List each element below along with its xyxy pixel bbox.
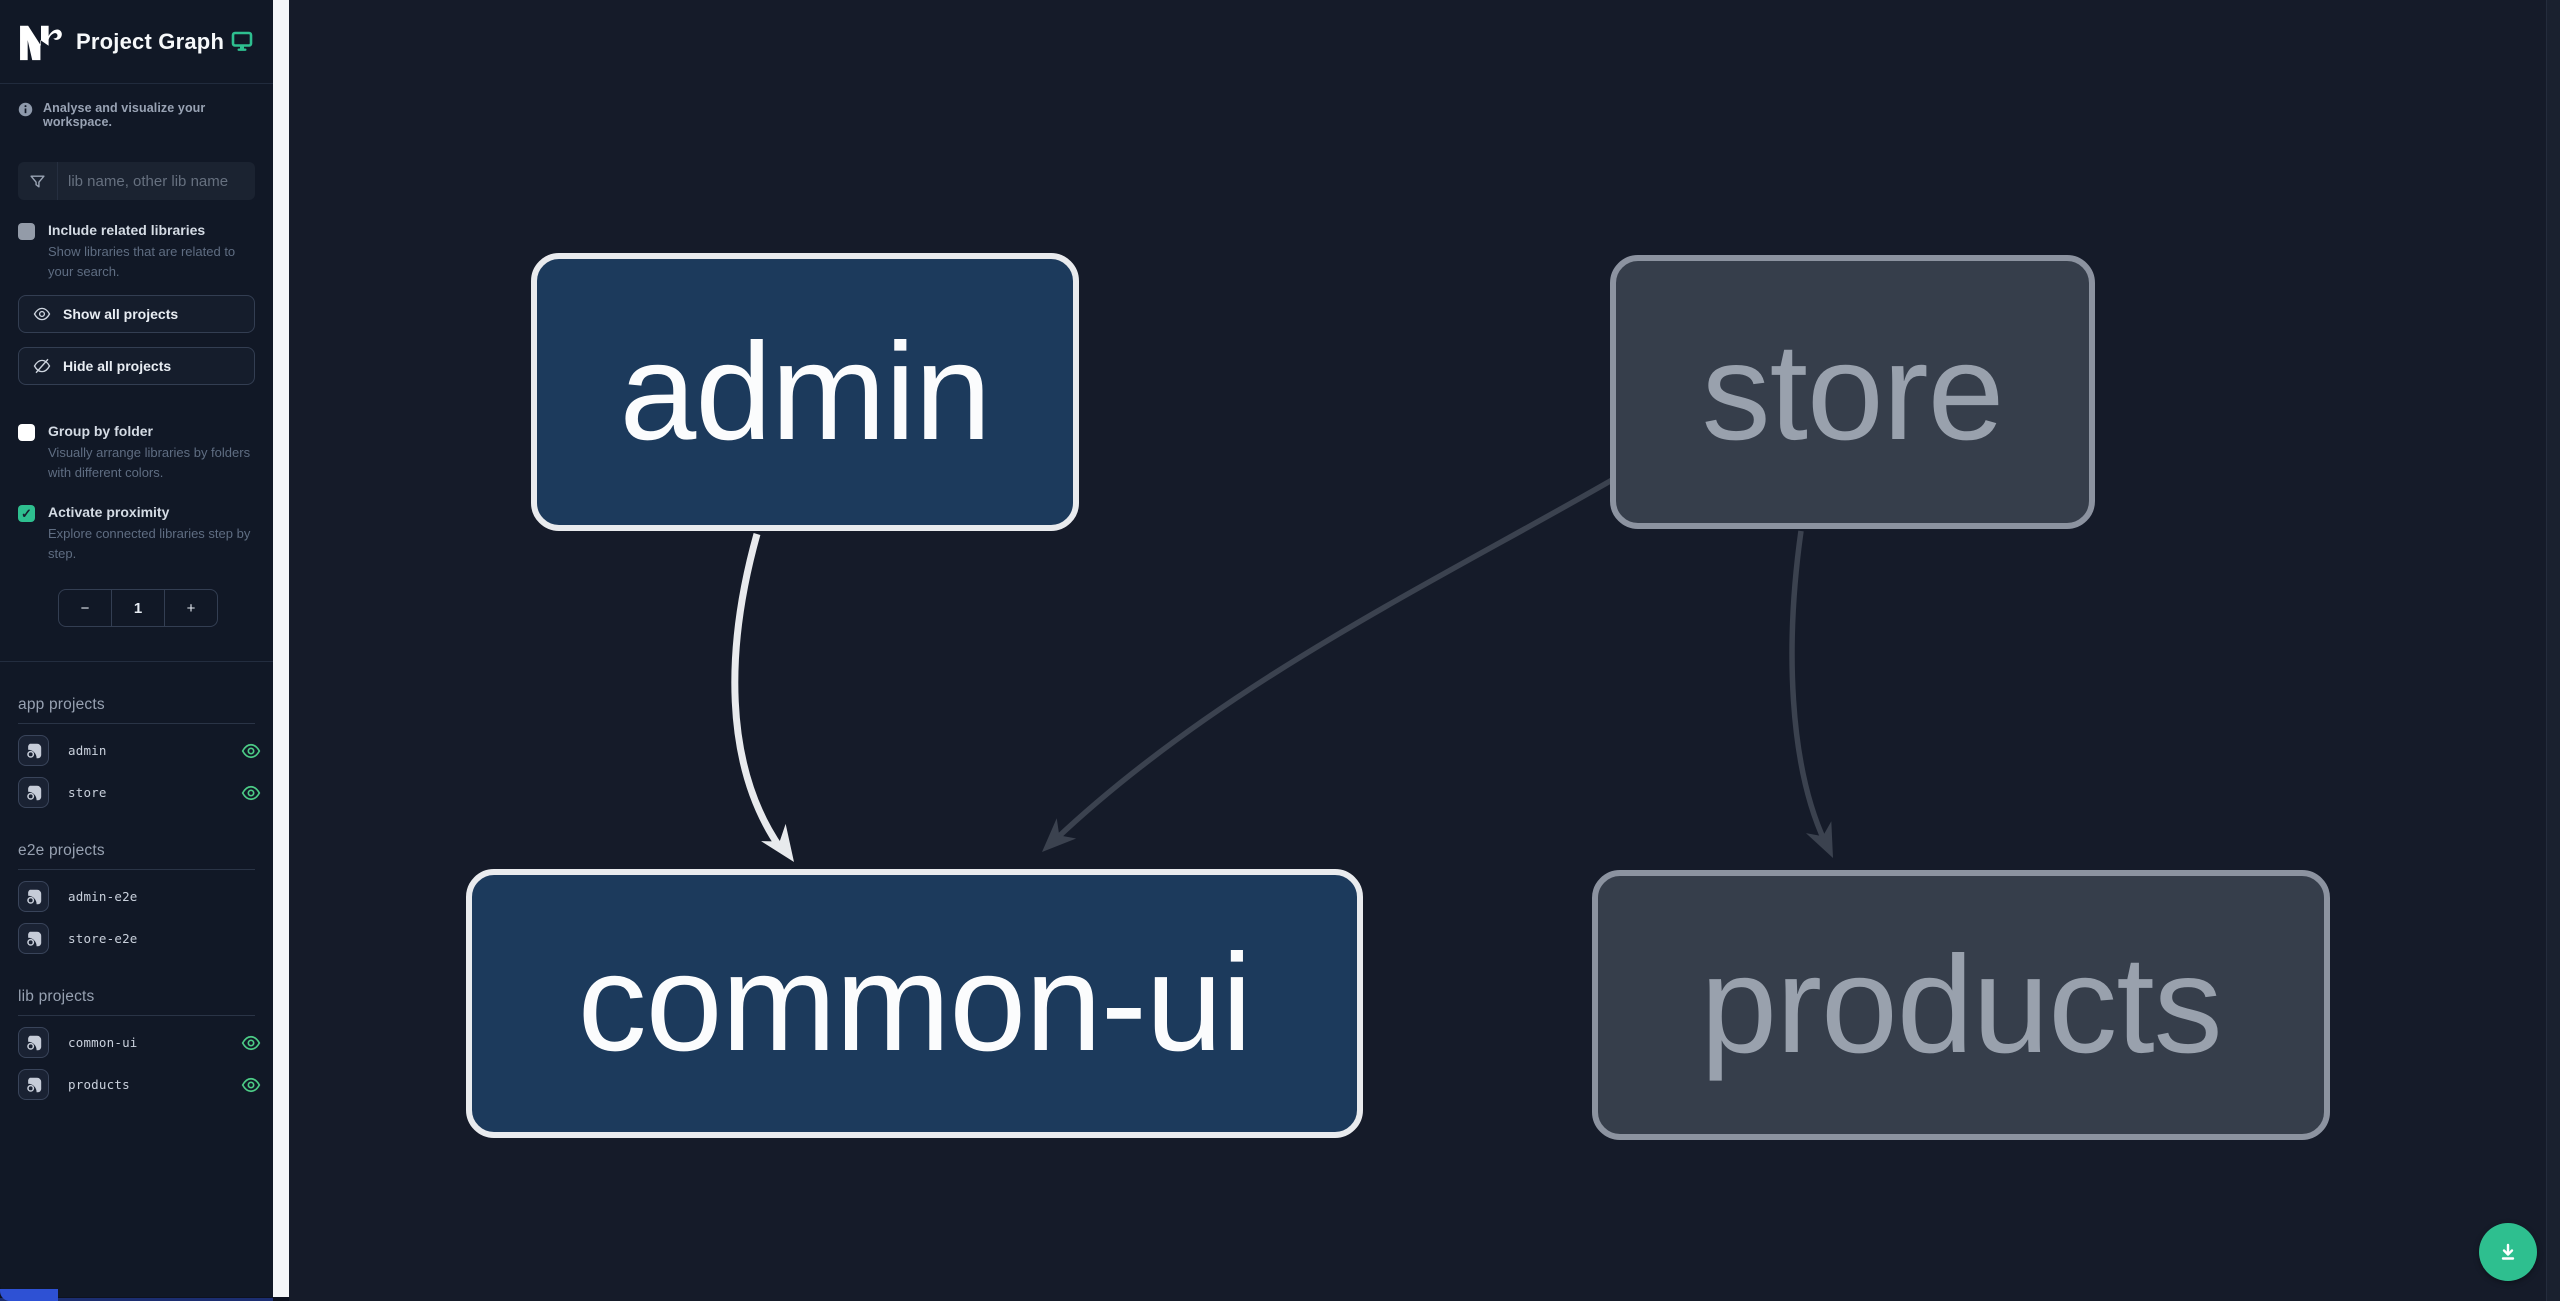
focus-project-button[interactable]: [18, 1027, 49, 1058]
focus-project-icon: [26, 1077, 41, 1092]
sidebar-header: Project Graph: [0, 0, 273, 84]
project-row-store: store: [18, 777, 261, 808]
filter-box: [18, 162, 255, 200]
project-name: admin-e2e: [68, 889, 138, 904]
focus-outline-line: [0, 1298, 273, 1301]
edge-arrowhead: [1805, 821, 1833, 858]
show-all-projects-button[interactable]: Show all projects: [18, 295, 255, 333]
include-related-checkbox[interactable]: [18, 223, 35, 240]
info-icon: [18, 102, 33, 117]
focus-project-icon: [26, 889, 41, 904]
download-icon: [2501, 1243, 2515, 1260]
group-by-folder-row: Group by folder Visually arrange librari…: [18, 423, 255, 482]
focus-project-button[interactable]: [18, 777, 49, 808]
page-title: Project Graph: [76, 28, 225, 54]
sidebar: Project Graph Analyse and visualize your…: [0, 0, 273, 1297]
graph-node-products[interactable]: products: [1592, 870, 2330, 1140]
filter-input[interactable]: [58, 172, 248, 190]
graph-edges: [731, 477, 1833, 862]
section-title-e2e-projects: e2e projects: [18, 842, 255, 870]
hide-all-projects-label: Hide all projects: [63, 358, 172, 374]
activate-proximity-checkbox[interactable]: ✓: [18, 505, 35, 522]
project-row-products: products: [18, 1069, 261, 1100]
eye-slash-icon: [33, 358, 51, 374]
focus-project-icon: [26, 785, 41, 800]
project-row-store-e2e: store-e2e: [18, 923, 261, 954]
eye-icon: [33, 307, 51, 321]
toggle-visibility-eye-icon[interactable]: [241, 1033, 261, 1053]
activate-proximity-row: ✓ Activate proximity Explore connected l…: [18, 504, 255, 563]
activate-proximity-description: Explore connected libraries step by step…: [48, 526, 251, 561]
group-by-folder-description: Visually arrange libraries by folders wi…: [48, 445, 251, 480]
download-button[interactable]: [2479, 1223, 2537, 1281]
project-name: store: [68, 785, 107, 800]
focus-project-icon: [26, 743, 41, 758]
edge-store-products: [1789, 530, 1828, 844]
funnel-icon: [18, 162, 58, 200]
section-title-app-projects: app projects: [18, 696, 255, 724]
show-all-projects-label: Show all projects: [63, 306, 179, 322]
focus-project-button[interactable]: [18, 1069, 49, 1100]
focus-project-button[interactable]: [18, 735, 49, 766]
include-related-row: Include related libraries Show libraries…: [18, 222, 255, 281]
toggle-visibility-eye-icon[interactable]: [241, 783, 261, 803]
monitor-icon[interactable]: [229, 30, 255, 54]
project-row-common-ui: common-ui: [18, 1027, 261, 1058]
include-related-description: Show libraries that are related to your …: [48, 244, 236, 279]
proximity-value: 1: [111, 590, 164, 626]
include-related-label: Include related libraries: [48, 222, 206, 238]
panel-divider[interactable]: [273, 0, 289, 1297]
hide-all-projects-button[interactable]: Hide all projects: [18, 347, 255, 385]
edge-admin-common-ui: [731, 533, 784, 852]
focus-project-button[interactable]: [18, 923, 49, 954]
edge-arrowhead: [761, 823, 794, 862]
proximity-stepper: − 1 +: [58, 589, 218, 627]
toggle-visibility-eye-icon[interactable]: [241, 1075, 261, 1095]
graph-canvas[interactable]: admin store common-ui products: [289, 0, 2546, 1301]
edge-store-common-ui: [1053, 477, 1614, 842]
graph-node-common-ui[interactable]: common-ui: [466, 869, 1363, 1138]
focus-project-icon: [26, 1035, 41, 1050]
proximity-increment-button[interactable]: +: [164, 590, 217, 626]
project-name: common-ui: [68, 1035, 138, 1050]
project-name: store-e2e: [68, 931, 138, 946]
section-title-lib-projects: lib projects: [18, 988, 255, 1016]
edge-arrowhead: [1042, 818, 1077, 852]
proximity-decrement-button[interactable]: −: [80, 599, 90, 617]
graph-node-store[interactable]: store: [1610, 255, 2095, 529]
group-by-folder-checkbox[interactable]: [18, 424, 35, 441]
project-row-admin: admin: [18, 735, 261, 766]
workspace-tagline-row: Analyse and visualize your workspace.: [18, 101, 255, 129]
activate-proximity-label: Activate proximity: [48, 504, 170, 520]
section-divider: [0, 661, 273, 662]
scrollbar-track[interactable]: [2546, 0, 2560, 1301]
project-row-admin-e2e: admin-e2e: [18, 881, 261, 912]
graph-node-admin[interactable]: admin: [531, 253, 1079, 531]
toggle-visibility-eye-icon[interactable]: [241, 741, 261, 761]
project-name: products: [68, 1077, 130, 1092]
project-name: admin: [68, 743, 107, 758]
focus-project-button[interactable]: [18, 881, 49, 912]
focus-project-icon: [26, 931, 41, 946]
nx-logo-icon: [20, 25, 62, 60]
workspace-tagline: Analyse and visualize your workspace.: [43, 101, 206, 129]
group-by-folder-label: Group by folder: [48, 423, 153, 439]
focus-outline-corner: [0, 1289, 58, 1301]
